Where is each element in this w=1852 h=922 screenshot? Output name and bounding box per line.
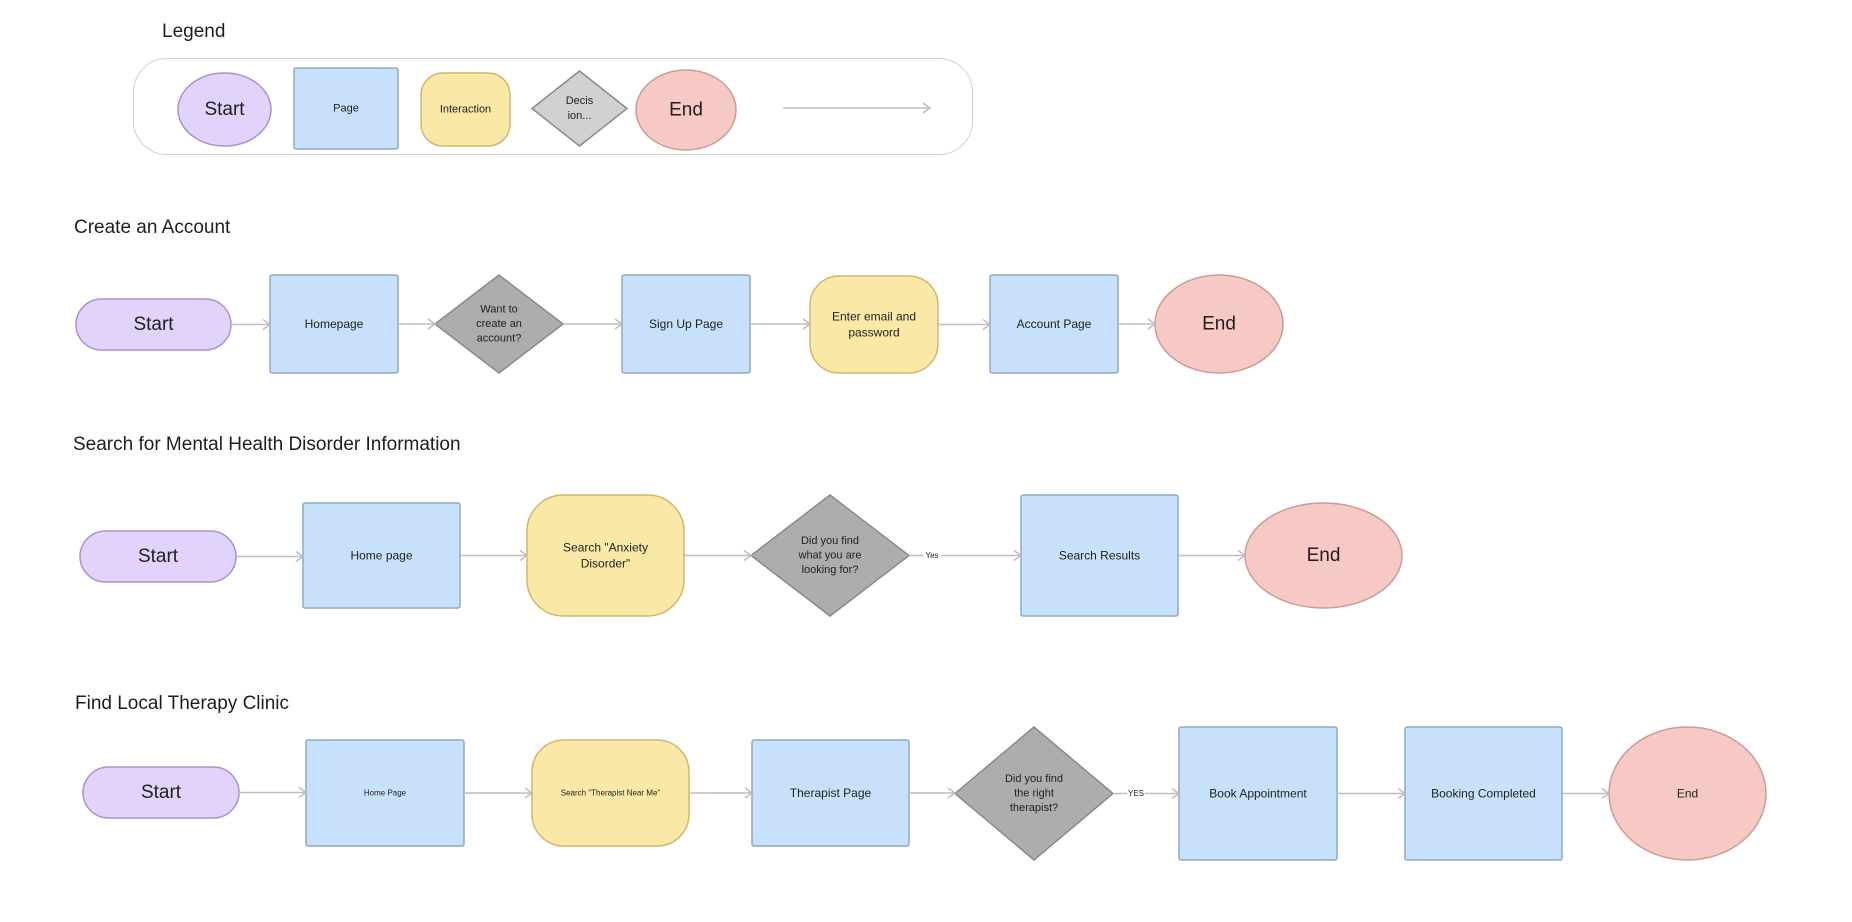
node-page: Search Results — [1020, 494, 1179, 617]
interaction-shape — [420, 72, 511, 147]
node-label: Start — [141, 782, 182, 803]
flow-connector — [938, 318, 992, 331]
node-label: Search "Anxiety — [563, 541, 648, 555]
legend-item-interaction: Interaction — [420, 72, 511, 147]
legend-item-label: ion... — [568, 110, 592, 122]
flow-0: Start Homepage Want to create an account? Sig… — [75, 274, 1284, 374]
legend-title: Legend — [162, 21, 226, 42]
flow-connector — [684, 549, 753, 562]
node-page: Home Page — [305, 739, 465, 847]
node-page: Home page — [302, 502, 461, 609]
node-page: Homepage — [269, 274, 399, 374]
node-label: End — [1307, 545, 1341, 566]
legend-item-label: Decis — [566, 95, 594, 107]
node-label: End — [1677, 787, 1698, 801]
flow-connector — [464, 787, 534, 799]
node-decision: Did you find the right therapist? — [953, 726, 1115, 861]
legend-item-label: Start — [204, 99, 245, 120]
flow-connector — [460, 549, 529, 562]
node-label: Enter email and — [832, 310, 916, 324]
legend-item-end: End — [635, 69, 737, 151]
flow-connector — [1118, 318, 1157, 330]
node-label: Sign Up Page — [649, 317, 723, 331]
page-shape — [293, 67, 399, 150]
node-label: Search "Therapist Near Me" — [561, 789, 661, 798]
node-label: Home page — [350, 549, 412, 563]
node-end: End — [1154, 274, 1284, 374]
node-label: account? — [477, 333, 522, 345]
node-label: Did you find — [801, 535, 859, 547]
flow-connector — [1337, 787, 1407, 800]
decision-shape — [530, 70, 629, 147]
legend-item-label: Page — [333, 103, 359, 115]
node-label: Did you find — [1005, 773, 1063, 785]
node-start: Start — [75, 298, 232, 351]
legend-connector-sample — [783, 102, 932, 114]
node-page: Booking Completed — [1404, 726, 1563, 861]
node-label: Disorder" — [581, 556, 631, 570]
legend-item-decision: Decis ion... — [530, 70, 629, 147]
decision-shape — [749, 494, 911, 617]
edge-label: Yes — [925, 551, 938, 560]
flow-connector — [236, 550, 305, 563]
node-label: create an — [476, 318, 522, 330]
node-decision: Want to create an account? — [433, 274, 565, 374]
node-label: Book Appointment — [1209, 787, 1307, 801]
legend-item-label: Interaction — [440, 104, 491, 116]
legend-item-label: End — [669, 100, 703, 121]
decision-shape — [953, 726, 1115, 861]
flow-connector — [398, 318, 437, 330]
node-end: End — [1608, 726, 1767, 861]
node-label: what you are — [798, 550, 862, 562]
node-end: End — [1244, 502, 1403, 609]
flow-connector — [1562, 787, 1611, 800]
node-page: Book Appointment — [1178, 726, 1338, 861]
flow-connector — [909, 787, 957, 799]
node-label: Therapist Page — [790, 786, 872, 800]
node-decision: Did you find what you are looking for? — [749, 494, 911, 617]
decision-shape — [433, 274, 565, 374]
flow-connector — [689, 787, 754, 799]
flow-title-create-account: Create an Account — [74, 217, 231, 238]
node-label: Start — [133, 314, 174, 335]
legend-item-start: Start — [177, 72, 272, 147]
flow-connector: YES — [1113, 787, 1181, 800]
node-page: Account Page — [989, 274, 1119, 374]
flow-connector — [231, 318, 272, 331]
node-label: Search Results — [1059, 549, 1140, 563]
node-label: Home Page — [364, 789, 407, 798]
node-label: looking for? — [802, 564, 859, 576]
flow-connector — [750, 318, 812, 330]
node-start: Start — [82, 766, 240, 819]
edge-label: YES — [1128, 789, 1144, 798]
node-start: Start — [79, 530, 237, 583]
node-label: End — [1202, 314, 1236, 335]
node-label: Booking Completed — [1431, 787, 1536, 801]
node-page: Therapist Page — [751, 739, 910, 847]
node-label: Homepage — [305, 317, 364, 331]
node-label: Start — [138, 546, 179, 567]
start-shape — [177, 72, 272, 147]
flow-connector — [563, 318, 624, 330]
node-interaction: Search "Therapist Near Me" — [531, 739, 690, 847]
legend-item-page: Page — [293, 67, 399, 150]
node-label: Want to — [480, 303, 518, 315]
end-shape — [635, 69, 737, 151]
node-label: password — [848, 325, 899, 339]
node-label: therapist? — [1010, 802, 1058, 814]
flow-connector — [239, 786, 308, 799]
flow-title-find-clinic: Find Local Therapy Clinic — [75, 693, 290, 714]
flow-title-search-info: Search for Mental Health Disorder Inform… — [73, 434, 461, 455]
node-page: Sign Up Page — [621, 274, 751, 374]
node-label: Account Page — [1017, 317, 1092, 331]
flow-connector — [1178, 549, 1247, 562]
flow-connector: Yes — [909, 549, 1023, 562]
node-label: the right — [1014, 788, 1054, 800]
